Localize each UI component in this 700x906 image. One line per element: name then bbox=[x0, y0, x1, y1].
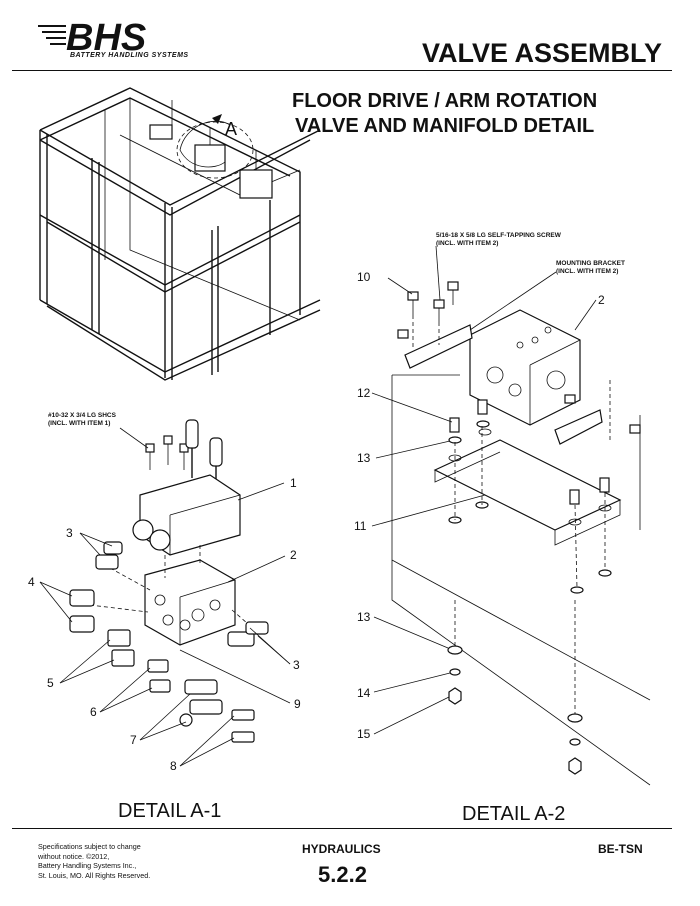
detail-a1-drawing bbox=[39, 419, 291, 767]
a1-item-3-right: 3 bbox=[293, 658, 300, 672]
a1-item-9: 9 bbox=[294, 697, 301, 711]
page-title: VALVE ASSEMBLY bbox=[421, 38, 662, 68]
a1-item-8: 8 bbox=[170, 759, 177, 773]
a2-item-11: 11 bbox=[354, 519, 367, 533]
section-number: 5.2.2 bbox=[318, 862, 367, 887]
a1-screw-callout-line1: #10-32 X 3/4 LG SHCS bbox=[48, 412, 116, 419]
copyright-notice: Specifications subject to change without… bbox=[38, 842, 168, 880]
a1-item-5: 5 bbox=[47, 676, 54, 690]
a1-item-1: 1 bbox=[290, 476, 297, 490]
a2-item-12: 12 bbox=[357, 386, 371, 400]
a2-item-13-lower: 13 bbox=[357, 610, 371, 624]
header-divider bbox=[12, 70, 672, 71]
detail-a1-label: DETAIL A-1 bbox=[118, 800, 222, 822]
subtitle-line-1: FLOOR DRIVE / ARM ROTATION bbox=[292, 90, 598, 112]
a2-item-14: 14 bbox=[357, 686, 371, 700]
a2-screw-callout-line1: 5/16-18 X 5/8 LG SELF-TAPPING SCREW bbox=[436, 232, 561, 239]
a2-item-10: 10 bbox=[357, 270, 371, 284]
a2-item-13-upper: 13 bbox=[357, 451, 371, 465]
a2-item-2: 2 bbox=[598, 293, 605, 307]
footer-category: HYDRAULICS bbox=[302, 842, 381, 856]
subtitle-line-2: VALVE AND MANIFOLD DETAIL bbox=[295, 115, 595, 137]
a2-item-15: 15 bbox=[357, 727, 371, 741]
a2-bracket-callout-line2: (INCL. WITH ITEM 2) bbox=[556, 268, 619, 275]
view-a-label: A bbox=[225, 119, 237, 139]
a2-bracket-callout: MOUNTING BRACKET (INCL. WITH ITEM 2) bbox=[556, 260, 625, 276]
brand-text: BHS bbox=[66, 17, 146, 59]
a1-item-4: 4 bbox=[28, 575, 35, 589]
footer-divider bbox=[12, 828, 672, 829]
bhs-logo: BHS bbox=[38, 17, 146, 59]
detail-a2-label: DETAIL A-2 bbox=[462, 803, 566, 825]
a1-item-3-left: 3 bbox=[66, 526, 73, 540]
a2-screw-callout: 5/16-18 X 5/8 LG SELF-TAPPING SCREW (INC… bbox=[436, 232, 561, 248]
document-code: BE-TSN bbox=[598, 842, 643, 856]
cart-frame-drawing: A bbox=[39, 87, 321, 381]
spec-line-3: Battery Handling Systems Inc., bbox=[38, 861, 137, 870]
detail-a2-drawing bbox=[371, 245, 651, 786]
a2-bracket-callout-line1: MOUNTING BRACKET bbox=[556, 260, 625, 267]
a1-item-2: 2 bbox=[290, 548, 297, 562]
a1-item-7: 7 bbox=[130, 733, 137, 747]
spec-line-2: without notice. ©2012, bbox=[38, 851, 110, 861]
spec-line-4: St. Louis, MO. All Rights Reserved. bbox=[38, 870, 151, 880]
a2-screw-callout-line2: (INCL. WITH ITEM 2) bbox=[436, 240, 499, 247]
a1-item-6: 6 bbox=[90, 705, 97, 719]
spec-line-1: Specifications subject to change bbox=[38, 842, 141, 851]
a1-screw-callout: #10-32 X 3/4 LG SHCS (INCL. WITH ITEM 1) bbox=[48, 412, 116, 428]
brand-tagline: BATTERY HANDLING SYSTEMS bbox=[70, 52, 189, 59]
a1-screw-callout-line2: (INCL. WITH ITEM 1) bbox=[48, 420, 111, 427]
